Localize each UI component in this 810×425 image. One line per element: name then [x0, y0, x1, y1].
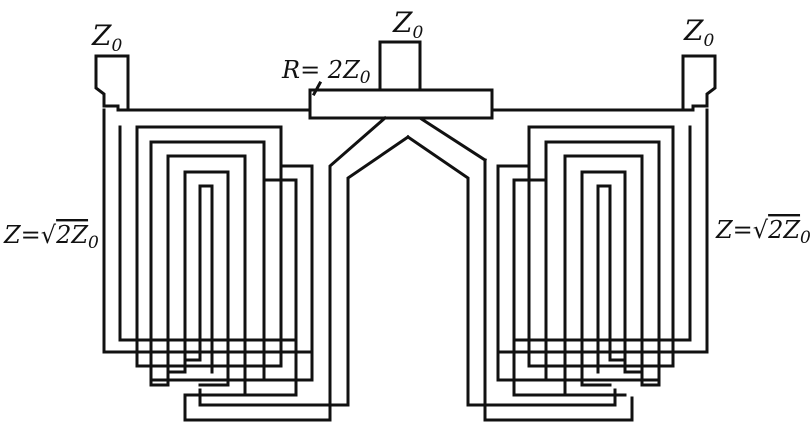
port-center-label: Z0 [392, 6, 423, 43]
center-split-outer [183, 115, 388, 422]
left-port-pad [94, 54, 130, 112]
right-impedance-label: Z=√2Z0 [715, 216, 810, 248]
resistor-pointer [311, 80, 323, 97]
right-port-pad [681, 54, 717, 112]
center-split-right-inner [405, 134, 617, 407]
port-right-label: Z0 [683, 14, 714, 51]
port-left-label: Z0 [91, 19, 122, 56]
center-split-apex [383, 116, 488, 163]
left-meander-line [102, 108, 314, 397]
center-split-right-outer [483, 158, 634, 422]
center-split-inner [198, 134, 411, 407]
resistor-label: R= 2Z0 [281, 56, 371, 88]
right-meander-line [496, 108, 709, 397]
isolation-resistor [308, 88, 494, 120]
left-impedance-label: Z=√2Z0 [3, 221, 99, 253]
center-port-stub [378, 40, 422, 92]
